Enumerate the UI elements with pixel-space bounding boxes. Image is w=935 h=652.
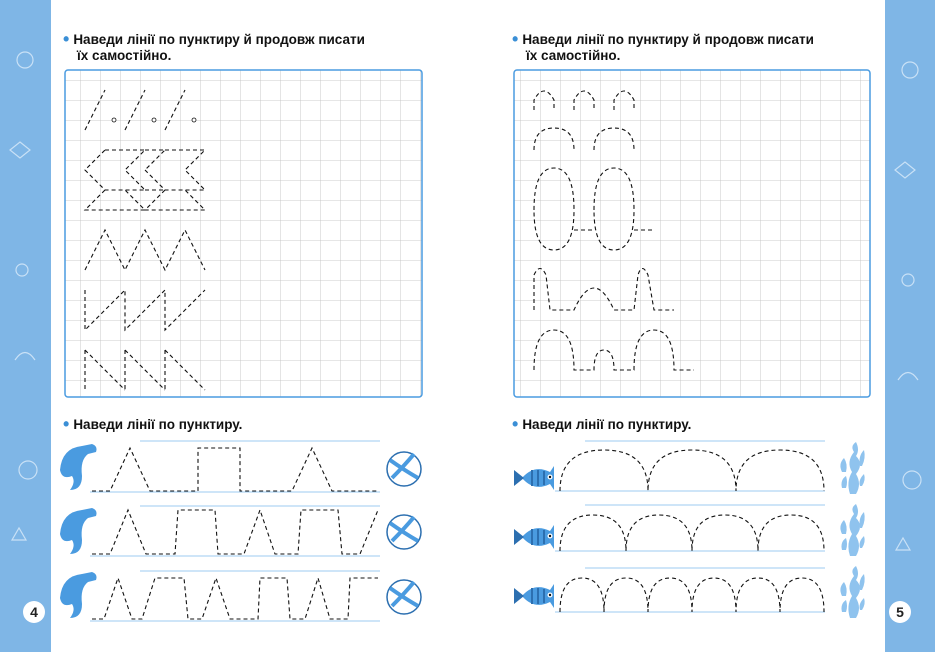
side-doodles	[9, 51, 922, 551]
instruction-text: Наведи лінії по пунктиру.	[522, 417, 692, 432]
instruction-text-line2: їх самостійно.	[77, 48, 172, 63]
right-grid-patterns[interactable]	[533, 90, 694, 371]
instruction-bottom-left: •Наведи лінії по пунктиру.	[63, 414, 243, 434]
right-side-strip	[885, 0, 935, 652]
instruction-text: Наведи лінії по пунктиру.	[73, 417, 243, 432]
left-grid	[64, 69, 423, 398]
right-row-guides	[555, 440, 825, 613]
instruction-top-left: •Наведи лінії по пунктиру й продовж писа…	[63, 29, 365, 63]
seaweed-icon	[840, 442, 865, 618]
left-row-guides	[90, 440, 380, 622]
beach-ball-icon	[386, 451, 422, 615]
fish-icon	[514, 466, 554, 608]
right-trace-lines[interactable]	[559, 449, 825, 613]
instruction-text-line2: їх самостійно.	[526, 48, 621, 63]
instruction-bottom-right: •Наведи лінії по пунктиру.	[512, 414, 692, 434]
left-side-strip	[0, 0, 51, 652]
dolphin-icon	[60, 444, 97, 618]
instruction-text: Наведи лінії по пунктиру й продовж писат…	[73, 32, 365, 47]
instruction-top-right: •Наведи лінії по пунктиру й продовж писа…	[512, 29, 814, 63]
left-trace-lines[interactable]	[92, 446, 379, 620]
instruction-text: Наведи лінії по пунктиру й продовж писат…	[522, 32, 814, 47]
right-grid	[513, 69, 871, 398]
page-number-right: 5	[889, 601, 911, 623]
page-number-left: 4	[23, 601, 45, 623]
left-grid-patterns[interactable]	[83, 89, 207, 391]
